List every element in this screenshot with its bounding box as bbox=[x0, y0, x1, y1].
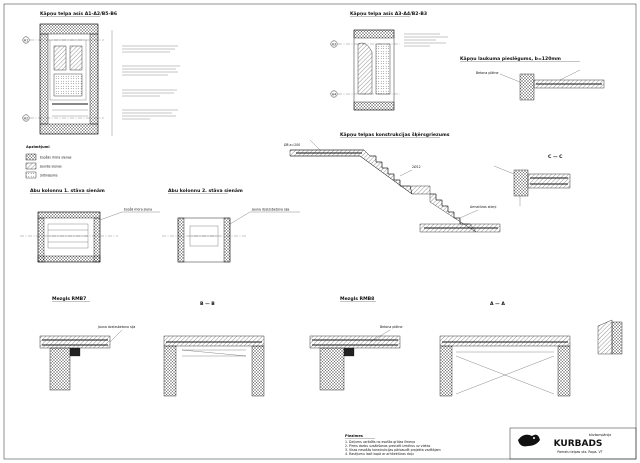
label-beam2: Betona plātne bbox=[380, 325, 402, 329]
section-bb-title: B — B bbox=[200, 301, 215, 307]
note-2: 2. Pirms darbu uzsākšanas precizēt izmēr… bbox=[345, 444, 431, 448]
title-block: būvkompānija KURBADS Pamatu telpas sks. … bbox=[509, 427, 637, 460]
axis-a1: A1 bbox=[24, 38, 28, 42]
legend-item-3: Siltinājums bbox=[40, 174, 58, 178]
label-stair-2: 2Ø12 bbox=[412, 164, 421, 169]
detail-section-a: Kāpņu telpa asīs A1-A2/B5-B6 A1 A2 bbox=[22, 11, 117, 136]
sheet-border bbox=[3, 3, 637, 460]
beam1-title: Mezgls RMB7 bbox=[52, 296, 86, 302]
beam-node-rmb8: Mezgls RMB8 Betona plātne bbox=[309, 296, 402, 391]
label-room2: Jauna dzelzsbetona sija bbox=[251, 208, 289, 212]
explanatory-text bbox=[122, 45, 180, 120]
notes-block: Piezīmes 1. Dziļums uzrādīts no esošās g… bbox=[345, 434, 441, 456]
section-aa-title: A — A bbox=[490, 301, 505, 307]
section-b-title: Kāpņu telpa asīs A3-A4/B2-B3 bbox=[350, 11, 427, 17]
section-a-title: Kāpņu telpa asīs A1-A2/B5-B6 bbox=[40, 11, 117, 17]
stair-detail-title: Kāpņu laukuma pieslēgums, b=120mm bbox=[460, 56, 561, 62]
corner-detail bbox=[597, 319, 623, 355]
title-caption: Pamatu telpas sks. Ropa. VT bbox=[557, 450, 602, 454]
beam-node-rmb7: Mezgls RMB7 Jauna dzelzsbetona sija bbox=[39, 296, 135, 391]
company-tagline: būvkompānija bbox=[589, 433, 611, 437]
detail-section-b: Kāpņu telpa asīs A3-A4/B2-B3 A3 A4 bbox=[330, 11, 448, 111]
axis-a4: A4 bbox=[332, 92, 336, 96]
notes-title: Piezīmes bbox=[345, 434, 363, 438]
note-3: 3. Visas nesošās konstrukcijas pārbaudīt… bbox=[345, 448, 441, 452]
note-4: 4. Rasējumu lasīt kopā ar arhitektūras d… bbox=[345, 452, 414, 456]
legend-item-2: Jaunās sienas bbox=[39, 165, 62, 169]
section-cc-title: C — C bbox=[548, 154, 563, 160]
axis-a2: A2 bbox=[24, 116, 28, 120]
label-stair-1: Ø8 a=200 bbox=[284, 142, 300, 147]
note-1: 1. Dziļums uzrādīts no esošās grīdas līm… bbox=[345, 440, 415, 444]
axis-a3: A3 bbox=[332, 42, 336, 46]
legend-item-1: Esošās mūra sienas bbox=[40, 156, 72, 160]
section-cc: C — C bbox=[493, 154, 571, 206]
company-logo-icon bbox=[518, 434, 540, 447]
label-stair-3: Armatūras stieņi bbox=[470, 205, 496, 209]
label-beam1: Jauna dzelzsbetona sija bbox=[97, 325, 135, 329]
section-aa: A — A bbox=[439, 301, 571, 397]
room-plan-1: Abu kolonnu 1. stāva sienām Esošā mūra s… bbox=[20, 188, 160, 263]
label-room1: Esošā mūra siena bbox=[124, 208, 152, 212]
room1-title: Abu kolonnu 1. stāva sienām bbox=[30, 188, 105, 194]
legend-title: Apzīmējumi bbox=[26, 145, 50, 149]
company-name: KURBADS bbox=[554, 439, 603, 449]
stair-section-title: Kāpņu telpas konstrukcijas šķērsgriezums bbox=[340, 131, 450, 138]
section-bb: B — B bbox=[163, 301, 265, 397]
room2-title: Abu kolonnu 2. stāva sienām bbox=[168, 188, 243, 194]
stair-section: Kāpņu telpas konstrukcijas šķērsgriezums… bbox=[284, 131, 501, 233]
room-plan-2: Abu kolonnu 2. stāva sienām Jauna dzelzs… bbox=[162, 188, 300, 263]
beam2-title: Mezgls RMB8 bbox=[340, 296, 374, 302]
label-stair-detail: Betona plātne bbox=[476, 71, 498, 75]
detail-stair-landing: Kāpņu laukuma pieslēgums, b=120mm Betona… bbox=[460, 56, 605, 101]
legend: Apzīmējumi Esošās mūra sienas Jaunās sie… bbox=[25, 145, 72, 179]
